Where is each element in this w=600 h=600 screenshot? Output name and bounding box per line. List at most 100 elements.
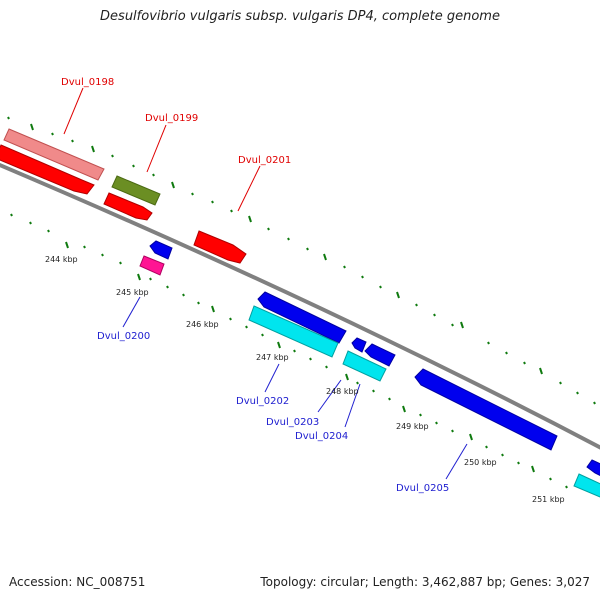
leader-dvul-0201 xyxy=(237,165,261,212)
tick xyxy=(261,333,264,337)
gene-label-dvul-0199: Dvul_0199 xyxy=(145,113,198,124)
gene-dvul-0203-feature xyxy=(342,350,387,382)
tick xyxy=(47,229,50,233)
gene-dvul-0199-feature xyxy=(111,175,161,206)
leader-dvul-0204 xyxy=(344,383,361,428)
tick xyxy=(505,351,508,355)
tick xyxy=(531,465,535,473)
tick xyxy=(451,429,454,433)
outer-tick-track xyxy=(7,116,596,405)
tick xyxy=(565,485,568,489)
leader-dvul-0202 xyxy=(264,363,280,393)
gene-small-blue-feature xyxy=(149,240,173,260)
tick xyxy=(293,349,296,353)
topology-label: Topology: circular; Length: 3,462,887 bp… xyxy=(260,575,590,589)
gene-dvul-0201-feature xyxy=(193,230,247,264)
tick xyxy=(517,461,520,465)
tick xyxy=(248,215,252,223)
gene-dvul-0198-feature xyxy=(3,128,105,181)
tick xyxy=(539,367,543,375)
tick xyxy=(356,381,359,385)
leader-dvul-0203 xyxy=(317,379,342,413)
tick xyxy=(10,213,13,217)
tick xyxy=(137,273,141,281)
tick xyxy=(197,301,200,305)
tick xyxy=(361,275,364,279)
tick xyxy=(343,265,346,269)
tick xyxy=(51,132,54,136)
accession-label: Accession: NC_008751 xyxy=(9,575,146,589)
tick xyxy=(487,341,490,345)
tick xyxy=(379,285,382,289)
tick xyxy=(132,164,135,168)
scale-label-249: 249 kbp xyxy=(396,422,429,431)
reverse-leader-lines xyxy=(122,296,468,480)
tick xyxy=(593,401,596,405)
tick xyxy=(549,477,552,481)
gene-edge-cyan-feature xyxy=(573,473,600,498)
tick xyxy=(287,237,290,241)
scale-label-251: 251 kbp xyxy=(532,495,565,504)
tick xyxy=(111,154,114,158)
tick xyxy=(388,397,391,401)
tick xyxy=(71,139,74,143)
tick xyxy=(149,277,152,281)
leader-dvul-0200 xyxy=(122,296,141,328)
tick xyxy=(119,261,122,265)
tick xyxy=(65,241,69,249)
tick xyxy=(152,173,155,177)
leader-dvul-0198 xyxy=(63,87,84,135)
tick xyxy=(419,413,422,417)
tick xyxy=(396,291,400,299)
gene-dvul-0203b-arrow-feature xyxy=(364,343,396,367)
tick xyxy=(451,323,454,327)
tick xyxy=(91,145,95,153)
tick xyxy=(469,433,473,441)
scale-label-247: 247 kbp xyxy=(256,353,289,362)
tick xyxy=(29,221,32,225)
tick xyxy=(372,389,375,393)
gene-label-dvul-0201: Dvul_0201 xyxy=(238,155,291,166)
tick xyxy=(415,303,418,307)
tick xyxy=(83,245,86,249)
tick xyxy=(485,445,488,449)
inner-tick-track xyxy=(10,213,568,489)
scale-label-248: 248 kbp xyxy=(326,387,359,396)
tick xyxy=(309,357,312,361)
gene-label-dvul-0203: Dvul_0203 xyxy=(266,417,319,428)
tick xyxy=(166,285,169,289)
tick xyxy=(460,321,464,329)
gene-edge-blue-feature xyxy=(586,459,600,477)
tick xyxy=(435,421,438,425)
tick xyxy=(267,227,270,231)
scale-label-250: 250 kbp xyxy=(464,458,497,467)
tick xyxy=(211,305,215,313)
scale-label-244: 244 kbp xyxy=(45,255,78,264)
map-title: Desulfovibrio vulgaris subsp. vulgaris D… xyxy=(100,9,500,24)
tick xyxy=(171,181,175,189)
genome-backbone xyxy=(0,162,600,450)
gene-dvul-0199b-feature xyxy=(103,192,153,221)
tick xyxy=(323,253,327,261)
gene-dvul-0197-feature xyxy=(0,144,95,195)
tick xyxy=(211,200,214,204)
tick xyxy=(182,293,185,297)
tick xyxy=(501,453,504,457)
tick xyxy=(245,325,248,329)
tick xyxy=(229,317,232,321)
tick xyxy=(7,116,10,120)
gene-dvul-0200-feature xyxy=(139,255,165,276)
gene-label-dvul-0200: Dvul_0200 xyxy=(97,331,150,342)
gene-label-dvul-0198: Dvul_0198 xyxy=(61,77,114,88)
gene-dvul-0203-arrow-feature xyxy=(351,337,367,353)
gene-dvul-0202-feature xyxy=(248,305,339,358)
tick xyxy=(559,381,562,385)
tick xyxy=(433,313,436,317)
tick xyxy=(345,373,349,381)
tick xyxy=(576,391,579,395)
gene-label-dvul-0204: Dvul_0204 xyxy=(295,431,348,442)
gene-dvul-0205-feature xyxy=(414,368,558,451)
tick xyxy=(230,209,233,213)
tick xyxy=(402,405,406,413)
